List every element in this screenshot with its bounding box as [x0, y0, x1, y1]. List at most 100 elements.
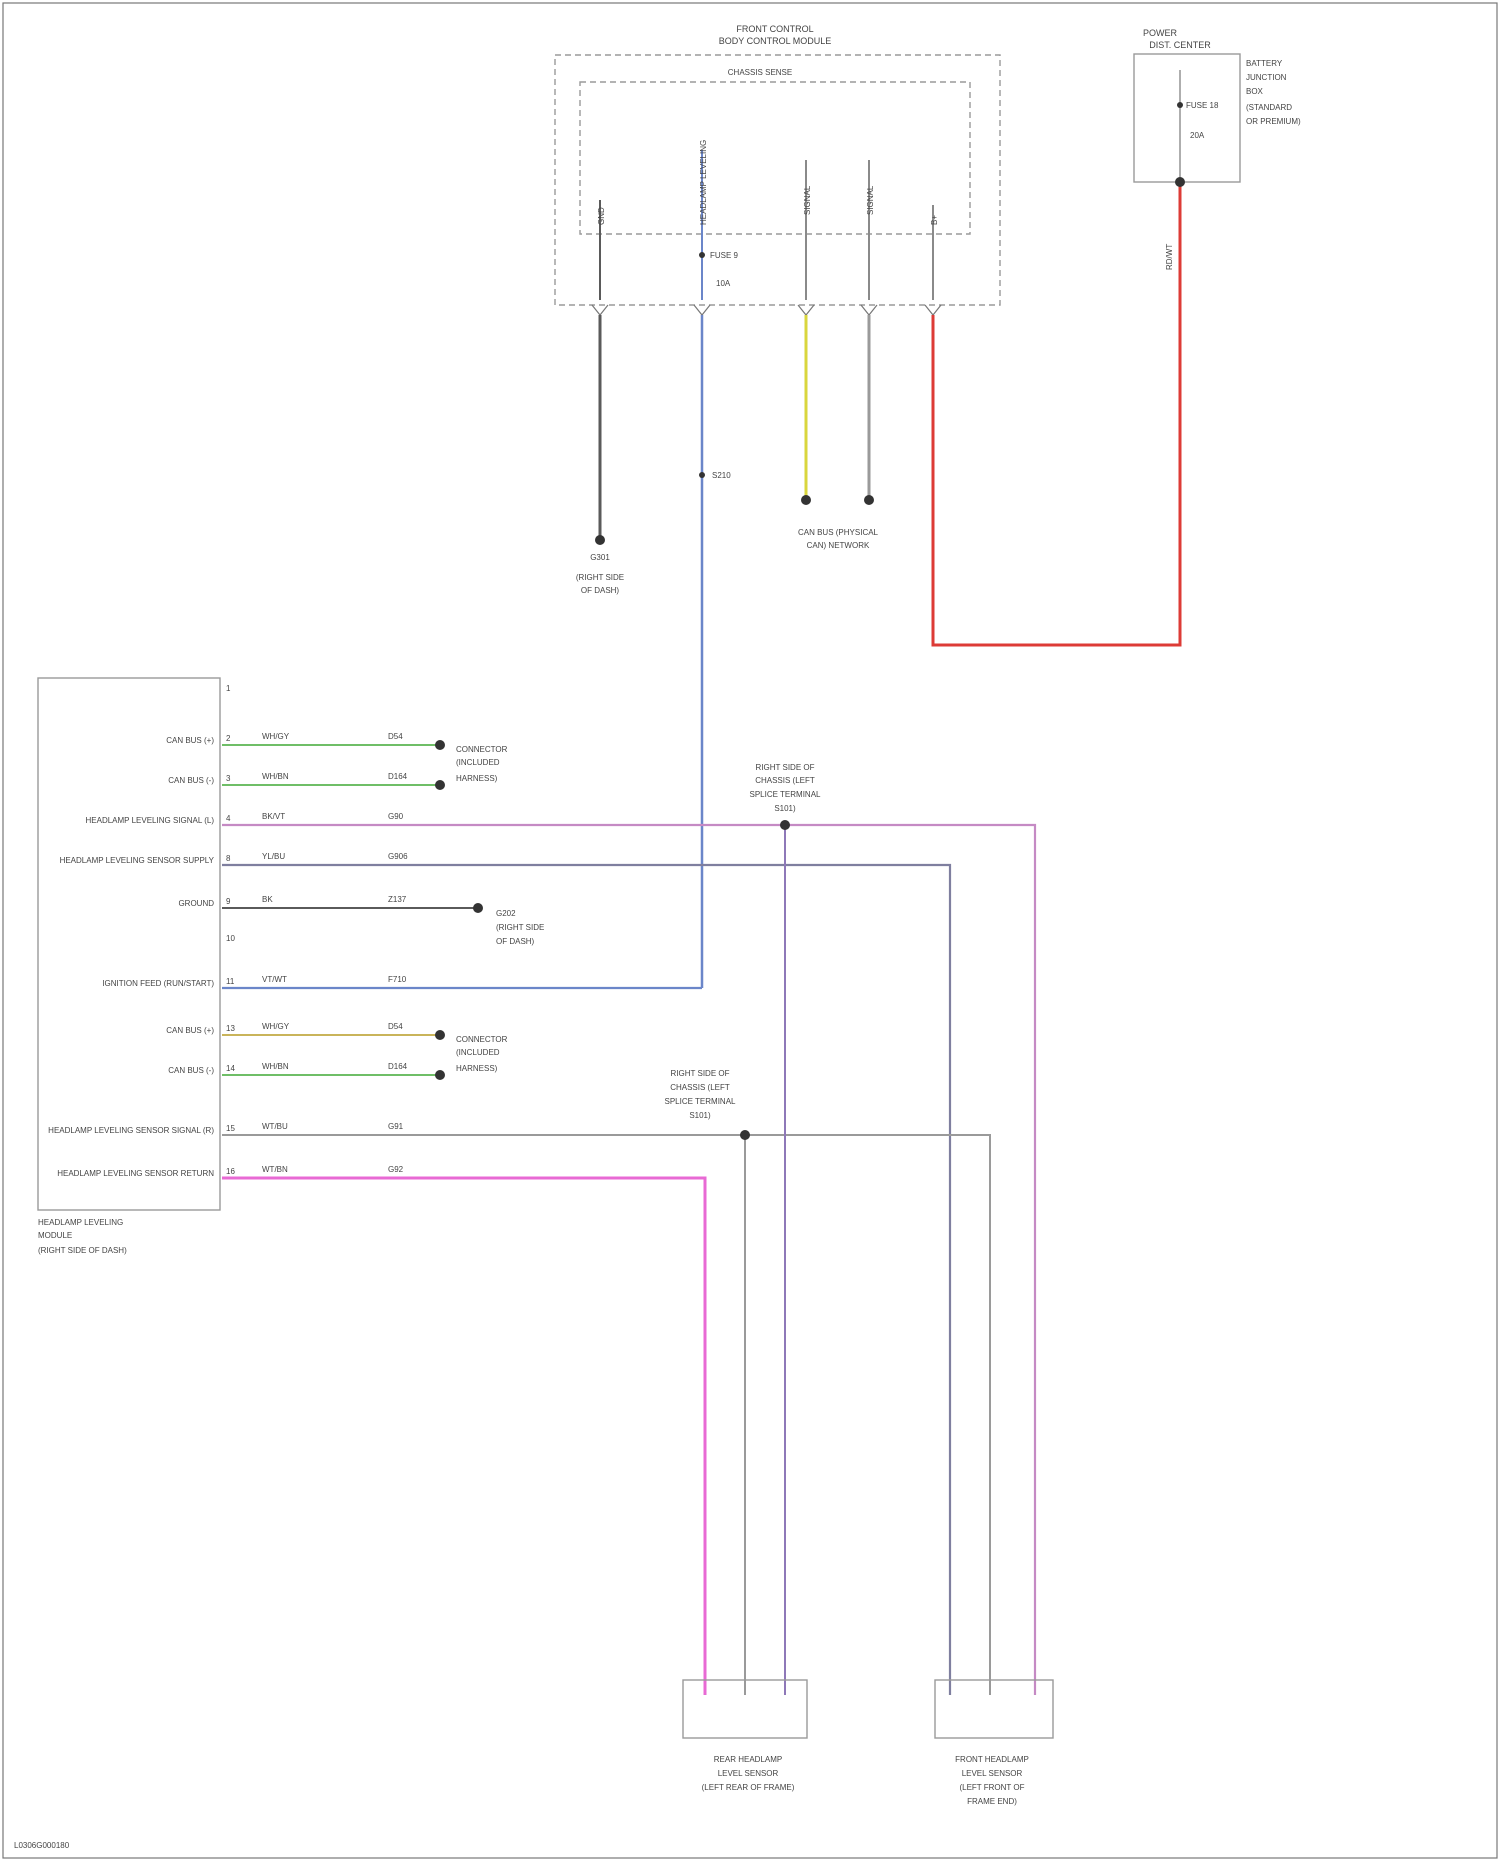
bcm-fuse-label: FUSE 9 — [710, 251, 739, 260]
hlm-wire-color: WT/BN — [262, 1165, 288, 1174]
sensor-rear-label: REAR HEADLAMP LEVEL SENSOR (LEFT REAR OF… — [702, 1755, 795, 1792]
hlm-can-dot-2 — [435, 780, 445, 790]
hlm-pin-name: CAN BUS (+) — [166, 736, 214, 745]
hlm-wire-circuit: Z137 — [388, 895, 407, 904]
hlm-pin-number: 15 — [226, 1124, 235, 1133]
svg-text:G202: G202 — [496, 909, 516, 918]
hlm-pin-number: 13 — [226, 1024, 235, 1033]
wire-hlm-signal-l — [222, 825, 1035, 1695]
svg-text:BATTERY: BATTERY — [1246, 59, 1283, 68]
svg-text:(LEFT REAR OF FRAME): (LEFT REAR OF FRAME) — [702, 1783, 795, 1792]
splice-right-dot — [780, 820, 790, 830]
hlm-pin-number: 1 — [226, 684, 231, 693]
pdc-fuse-amp: 20A — [1190, 131, 1205, 140]
splice-left-dot — [740, 1130, 750, 1140]
hlm-title-3: (RIGHT SIDE OF DASH) — [38, 1246, 127, 1255]
svg-text:(INCLUDED: (INCLUDED — [456, 1048, 500, 1057]
hlm-can-dot-4 — [435, 1070, 445, 1080]
svg-text:SPLICE TERMINAL: SPLICE TERMINAL — [665, 1097, 737, 1106]
hlm-pin-name: GROUND — [178, 899, 214, 908]
hlm-wire-color: VT/WT — [262, 975, 287, 984]
pdc-fuse-label: FUSE 18 — [1186, 101, 1219, 110]
hlm-pin-number: 16 — [226, 1167, 235, 1176]
bcm-fuse-dot — [699, 252, 705, 258]
hlm-wire-color: YL/BU — [262, 852, 285, 861]
bcm-title-1: FRONT CONTROL — [736, 24, 813, 34]
hlm-wire-color: WH/GY — [262, 1022, 290, 1031]
svg-text:BOX: BOX — [1246, 87, 1264, 96]
bcm-pin-label-hl: HEADLAMP LEVELING — [699, 140, 708, 225]
bcm-pin-label-bplus: B+ — [930, 215, 939, 225]
svg-text:(INCLUDED: (INCLUDED — [456, 758, 500, 767]
svg-text:RIGHT SIDE OF: RIGHT SIDE OF — [756, 763, 815, 772]
hlm-wire-circuit: G91 — [388, 1122, 404, 1131]
hlm-wire-circuit: G92 — [388, 1165, 404, 1174]
outer-frame — [3, 3, 1497, 1858]
ground-mid-dot — [473, 903, 483, 913]
hlm-wire-color: WH/BN — [262, 1062, 289, 1071]
sensor-front-label: FRONT HEADLAMP LEVEL SENSOR (LEFT FRONT … — [955, 1755, 1029, 1806]
hlm-pin-number: 10 — [226, 934, 235, 943]
hlm-wire-circuit: D164 — [388, 772, 408, 781]
svg-text:S101): S101) — [774, 804, 796, 813]
svg-text:RIGHT SIDE OF: RIGHT SIDE OF — [671, 1069, 730, 1078]
svg-text:LEVEL SENSOR: LEVEL SENSOR — [718, 1769, 779, 1778]
svg-text:REAR HEADLAMP: REAR HEADLAMP — [714, 1755, 782, 1764]
svg-text:OR PREMIUM): OR PREMIUM) — [1246, 117, 1301, 126]
bcm-title-2: BODY CONTROL MODULE — [719, 36, 832, 46]
svg-text:(RIGHT SIDE: (RIGHT SIDE — [496, 923, 544, 932]
svg-text:LEVEL SENSOR: LEVEL SENSOR — [962, 1769, 1023, 1778]
can-bus-label-2: CAN) NETWORK — [807, 541, 870, 550]
hlm-pin-number: 2 — [226, 734, 231, 743]
bcm-pin-label-sig2: SIGNAL — [866, 185, 875, 215]
pdc-box — [1134, 54, 1240, 182]
hlm-can-dot-3 — [435, 1030, 445, 1040]
hlm-wire-circuit: F710 — [388, 975, 407, 984]
svg-text:JUNCTION: JUNCTION — [1246, 73, 1287, 82]
hlm-pin-number: 14 — [226, 1064, 235, 1073]
bcm-pins: GND HEADLAMP LEVELING SIGNAL SIGNAL B+ F… — [592, 140, 941, 315]
svg-text:CONNECTOR: CONNECTOR — [456, 745, 508, 754]
hlm-wire-color: WT/BU — [262, 1122, 288, 1131]
hlm-pin-name: HEADLAMP LEVELING SENSOR RETURN — [57, 1169, 214, 1178]
hlm-pin-number: 11 — [226, 977, 235, 986]
can-dot-high — [801, 495, 811, 505]
bcm-pin-label-gnd: GND — [597, 207, 606, 225]
svg-text:HARNESS): HARNESS) — [456, 774, 498, 783]
svg-text:SPLICE TERMINAL: SPLICE TERMINAL — [750, 790, 822, 799]
hlm-pin-number: 9 — [226, 897, 231, 906]
bcm-pin-label-sig1: SIGNAL — [803, 185, 812, 215]
hlm-pin-name: CAN BUS (-) — [168, 776, 214, 785]
hlm-wire-color: BK/VT — [262, 812, 285, 821]
hlm-wire-circuit: D164 — [388, 1062, 408, 1071]
wire-battery-feed — [933, 185, 1180, 645]
splice-s210-label: S210 — [712, 471, 731, 480]
ground-mid-label: G202 (RIGHT SIDE OF DASH) — [496, 909, 544, 946]
svg-text:CONNECTOR: CONNECTOR — [456, 1035, 508, 1044]
hlm-wire-color: WH/GY — [262, 732, 290, 741]
hlm-wire-circuit: D54 — [388, 732, 403, 741]
bcm-fuse-amp: 10A — [716, 279, 731, 288]
svg-text:CHASSIS (LEFT: CHASSIS (LEFT — [670, 1083, 730, 1092]
pdc-title-1: POWER — [1143, 28, 1178, 38]
pdc-fuse-dot — [1177, 102, 1183, 108]
splice-left-label: RIGHT SIDE OF CHASSIS (LEFT SPLICE TERMI… — [665, 1069, 737, 1120]
hlm-title-2: MODULE — [38, 1231, 72, 1240]
svg-text:HARNESS): HARNESS) — [456, 1064, 498, 1073]
svg-text:FRONT HEADLAMP: FRONT HEADLAMP — [955, 1755, 1029, 1764]
svg-text:(LEFT FRONT OF: (LEFT FRONT OF — [959, 1783, 1024, 1792]
pdc-wire-label: RD/WT — [1165, 244, 1174, 270]
hlm-pin-name: CAN BUS (+) — [166, 1026, 214, 1035]
hlm-wire-color: WH/BN — [262, 772, 289, 781]
ground-top-3: OF DASH) — [581, 586, 620, 595]
svg-text:CHASSIS (LEFT: CHASSIS (LEFT — [755, 776, 815, 785]
hlm-pin-name: IGNITION FEED (RUN/START) — [102, 979, 214, 988]
pdc-output-dot — [1175, 177, 1185, 187]
can-splice-1-label: CONNECTOR (INCLUDED HARNESS) — [456, 745, 508, 783]
hlm-title-1: HEADLAMP LEVELING — [38, 1218, 123, 1227]
can-bus-label-1: CAN BUS (PHYSICAL — [798, 528, 879, 537]
bcm-inner-box — [580, 82, 970, 234]
footer-code: L0306G000180 — [14, 1841, 70, 1850]
